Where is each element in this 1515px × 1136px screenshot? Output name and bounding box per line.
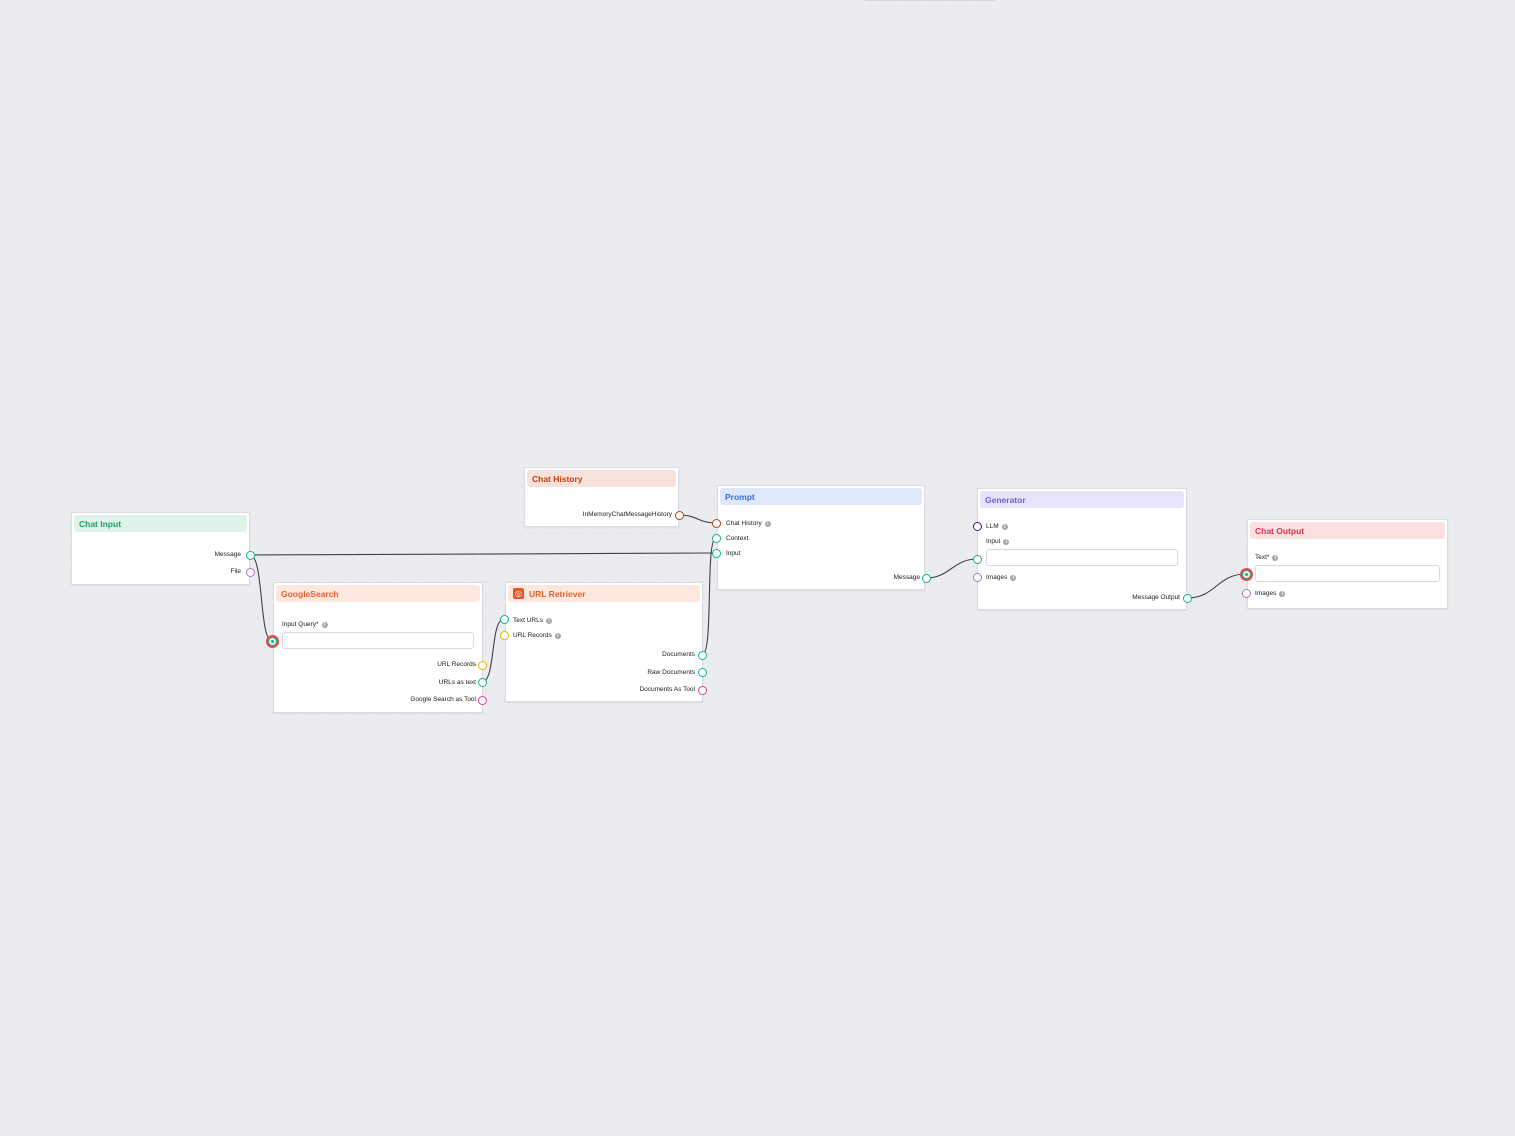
prompt-chat-history-handle[interactable]	[712, 519, 721, 528]
generator-llm-handle[interactable]	[973, 522, 982, 531]
edge-chatinput-message-to-prompt-input	[249, 552, 717, 556]
chat-history-output-label: InMemoryChatMessageHistory	[582, 511, 672, 518]
url-retriever-raw-documents-label: Raw Documents	[647, 669, 695, 676]
info-icon[interactable]: i	[1279, 591, 1286, 597]
prompt-header[interactable]: Prompt	[720, 488, 922, 505]
url-retriever-documents-as-tool-handle[interactable]	[698, 686, 707, 695]
prompt-input-handle[interactable]	[712, 549, 721, 558]
prompt-message-label: Message	[893, 574, 920, 581]
info-icon[interactable]: i	[764, 521, 771, 527]
generator-images-handle[interactable]	[973, 573, 982, 582]
chat-output-header[interactable]: Chat Output	[1250, 522, 1445, 539]
google-search-urls-as-text-label: URLs as text	[438, 679, 476, 686]
google-search-title: GoogleSearch	[281, 588, 339, 599]
chat-output-text-text: Text*	[1255, 554, 1270, 561]
url-retriever-documents-label: Documents	[662, 651, 695, 658]
chat-output-text-label: Text*i	[1255, 554, 1279, 562]
prompt-title: Prompt	[725, 491, 755, 502]
google-search-url-records-label: URL Records	[437, 661, 476, 668]
generator-message-output-label: Message Output	[1132, 594, 1180, 601]
canvas-top-strip	[865, 0, 995, 1]
google-search-urls-as-text-handle[interactable]	[478, 678, 487, 687]
chat-input-file-handle[interactable]	[246, 568, 255, 577]
url-retriever-documents-handle[interactable]	[698, 651, 707, 660]
url-retriever-url-records-text: URL Records	[513, 632, 552, 639]
generator-images-text: Images	[986, 574, 1008, 581]
google-search-tool-label: Google Search as Tool	[410, 696, 476, 703]
chat-history-title: Chat History	[532, 473, 583, 484]
chat-history-output-handle[interactable]	[675, 511, 684, 520]
chat-output-text-field[interactable]	[1255, 565, 1440, 582]
prompt-input-label: Input	[726, 550, 741, 557]
generator-input-handle[interactable]	[973, 555, 982, 564]
generator-llm-text: LLM	[986, 523, 999, 530]
url-retriever-title: URL Retriever	[529, 588, 586, 599]
url-retriever-documents-as-tool-label: Documents As Tool	[639, 686, 695, 693]
prompt-message-handle[interactable]	[922, 574, 931, 583]
info-icon[interactable]: i	[1003, 539, 1010, 545]
info-icon[interactable]: i	[1010, 575, 1017, 581]
edge-googlesearch-urlstext-to-urlretriever-texturls	[481, 618, 505, 683]
prompt-context-handle[interactable]	[712, 534, 721, 543]
edge-prompt-message-to-generator-input	[925, 558, 978, 579]
prompt-chat-history-text: Chat History	[726, 520, 762, 527]
info-icon[interactable]: i	[1001, 524, 1008, 530]
google-search-input-query-field[interactable]	[282, 632, 474, 649]
url-retriever-raw-documents-handle[interactable]	[698, 668, 707, 677]
url-retriever-header[interactable]: ◎ URL Retriever	[508, 585, 700, 602]
info-icon[interactable]: i	[1272, 555, 1279, 561]
prompt-context-label: Context	[726, 535, 749, 542]
info-icon[interactable]: i	[321, 622, 328, 628]
info-icon[interactable]: i	[545, 618, 552, 624]
google-search-input-query-label: Input Query*i	[282, 621, 328, 629]
chat-input-title: Chat Input	[79, 518, 122, 529]
edge-chathistory-to-prompt-chathistory	[678, 514, 717, 524]
generator-message-output-handle[interactable]	[1183, 594, 1192, 603]
edge-generator-output-to-chatoutput-text	[1186, 573, 1247, 599]
info-icon[interactable]: i	[554, 633, 561, 639]
chat-input-header[interactable]: Chat Input	[74, 515, 247, 532]
chat-history-header[interactable]: Chat History	[527, 470, 676, 487]
google-search-tool-handle[interactable]	[478, 696, 487, 705]
chat-output-images-handle[interactable]	[1242, 589, 1251, 598]
chat-output-title: Chat Output	[1255, 525, 1305, 536]
globe-icon: ◎	[513, 588, 524, 599]
generator-header[interactable]: Generator	[980, 491, 1184, 508]
edge-chatinput-message-to-googlesearch-query	[249, 554, 273, 642]
url-retriever-text-urls-text: Text URLs	[513, 617, 543, 624]
url-retriever-text-urls-handle[interactable]	[500, 615, 509, 624]
chat-input-node[interactable]: Chat Input Message File	[71, 512, 250, 585]
chat-history-node[interactable]: Chat History InMemoryChatMessageHistory	[524, 467, 679, 527]
generator-input-text: Input	[986, 538, 1001, 545]
google-search-input-query-text: Input Query*	[282, 621, 319, 628]
generator-title: Generator	[985, 494, 1026, 505]
chat-input-file-label: File	[230, 568, 241, 575]
generator-input-field[interactable]	[986, 549, 1178, 566]
chat-output-images-text: Images	[1255, 590, 1277, 597]
url-retriever-url-records-handle[interactable]	[500, 631, 509, 640]
chat-input-message-label: Message	[214, 551, 241, 558]
chat-output-text-handle[interactable]	[1242, 570, 1251, 579]
google-search-input-query-handle[interactable]	[268, 637, 277, 646]
google-search-url-records-handle[interactable]	[478, 661, 487, 670]
google-search-node[interactable]: GoogleSearch Input Query*i URL Records U…	[273, 582, 483, 713]
chat-input-message-handle[interactable]	[246, 551, 255, 560]
google-search-header[interactable]: GoogleSearch	[276, 585, 480, 602]
